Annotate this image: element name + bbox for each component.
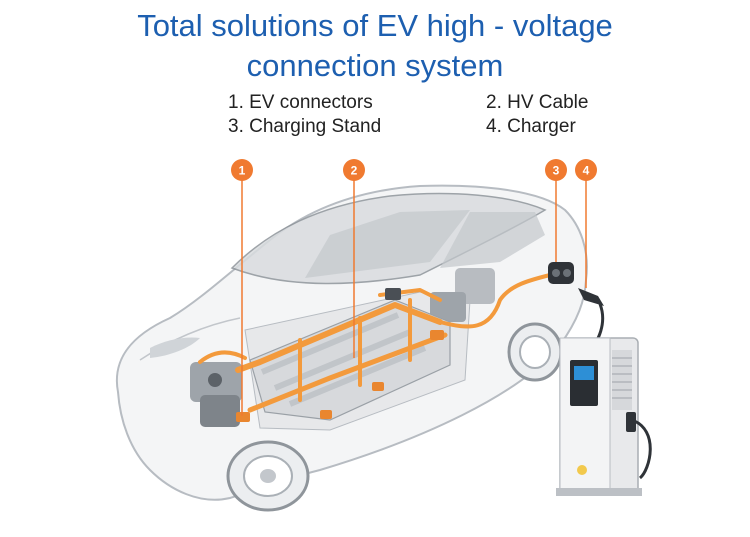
callout-number-1: 1 bbox=[239, 164, 246, 178]
legend-item-charger: 4. Charger bbox=[486, 116, 576, 137]
connector-mid-1 bbox=[320, 410, 332, 419]
car-rear-window bbox=[440, 212, 545, 268]
charger-side-vent bbox=[612, 350, 632, 410]
title-line-2: connection system bbox=[246, 48, 504, 83]
callout-badge-1: 1 bbox=[231, 159, 253, 181]
hv-cable-rear bbox=[438, 273, 552, 329]
legend-item-ev-connectors: 1. EV connectors bbox=[228, 92, 373, 113]
charger-display bbox=[574, 366, 594, 380]
callout-badge-3: 3 bbox=[545, 159, 567, 181]
charging-inlet bbox=[548, 262, 574, 284]
callout-number-4: 4 bbox=[583, 164, 590, 178]
charger-base bbox=[556, 488, 642, 496]
hv-cable-side bbox=[298, 298, 412, 402]
leader-lines bbox=[241, 180, 587, 416]
legend-item-hv-cable: 2. HV Cable bbox=[486, 92, 589, 113]
callout-number-3: 3 bbox=[553, 164, 560, 178]
car-headlight bbox=[150, 337, 200, 358]
charger-hanging-cable bbox=[631, 418, 652, 480]
callout-badge-2: 2 bbox=[343, 159, 365, 181]
hv-cable-front bbox=[198, 350, 247, 364]
callout-number-2: 2 bbox=[351, 164, 358, 178]
page-title: Total solutions of EV high - voltage con… bbox=[0, 6, 750, 86]
hv-cable-main bbox=[235, 302, 443, 373]
connector-mid-2 bbox=[372, 382, 384, 391]
car-hood-line bbox=[139, 317, 241, 361]
connector-front bbox=[236, 412, 250, 422]
car-side-window bbox=[305, 210, 470, 278]
car-illustration bbox=[115, 184, 588, 512]
charger-warning-label bbox=[577, 465, 587, 475]
charger-holster bbox=[626, 412, 636, 432]
rear-wheel bbox=[507, 322, 563, 382]
front-wheel bbox=[226, 440, 310, 512]
connector-rear-1 bbox=[430, 330, 444, 340]
dc-charger bbox=[556, 337, 652, 496]
legend-right: 2. HV Cable 4. Charger bbox=[486, 91, 588, 139]
hv-cable-lower bbox=[247, 332, 448, 413]
hv-cable-network bbox=[198, 273, 552, 413]
ev-connectors bbox=[236, 288, 444, 422]
callout-badge-4: 4 bbox=[575, 159, 597, 181]
legend-item-charging-stand: 3. Charging Stand bbox=[228, 116, 382, 137]
title-line-1: Total solutions of EV high - voltage bbox=[137, 8, 613, 43]
legend-left: 1. EV connectors 3. Charging Stand bbox=[228, 91, 381, 139]
connector-top bbox=[385, 288, 401, 300]
front-motor bbox=[190, 362, 242, 427]
